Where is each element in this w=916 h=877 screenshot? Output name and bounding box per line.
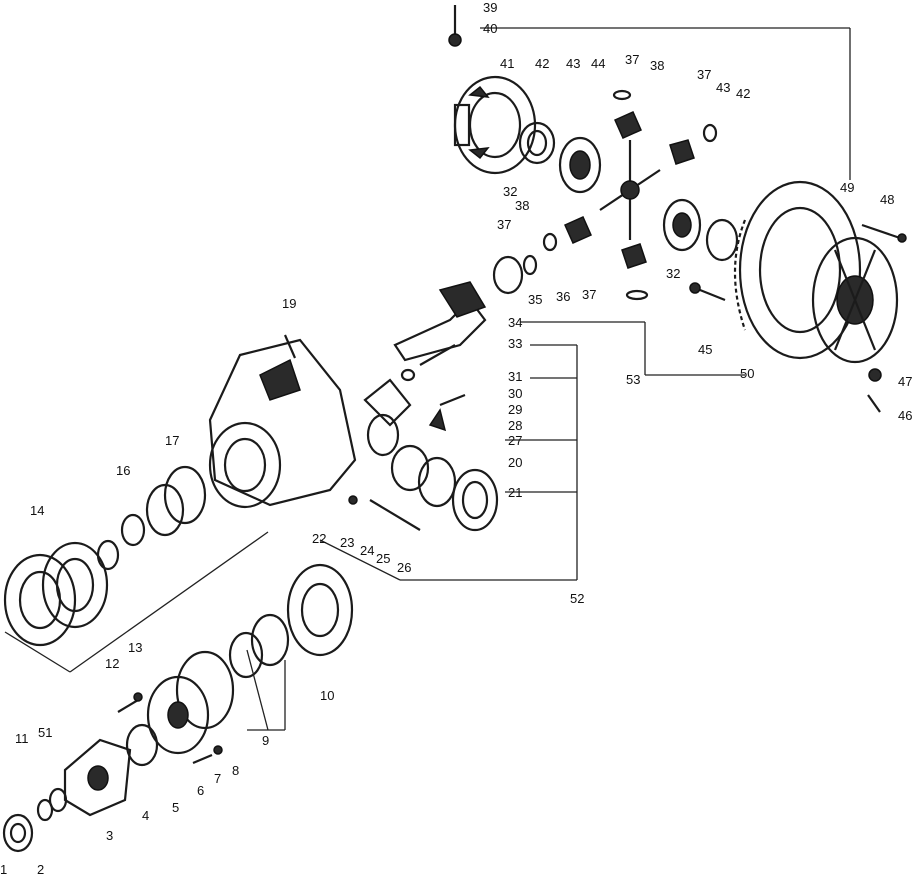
- oil-seal-4: [125, 723, 159, 767]
- callout-19: 19: [282, 296, 296, 311]
- callout-14: 14: [30, 503, 44, 518]
- side-gear-43b: [662, 198, 739, 262]
- drive-pinion-34: [393, 281, 487, 362]
- callout-45: 45: [698, 342, 712, 357]
- callout-25: 25: [376, 551, 390, 566]
- callout-42a: 42: [535, 56, 549, 71]
- callout-52: 52: [570, 591, 584, 606]
- callout-21: 21: [508, 485, 522, 500]
- ring-gear-50: [733, 180, 862, 360]
- callout-1: 1: [0, 862, 7, 877]
- callout-7: 7: [214, 771, 221, 786]
- callout-17: 17: [165, 433, 179, 448]
- callout-50: 50: [740, 366, 754, 381]
- callout-8: 8: [232, 763, 239, 778]
- bearing-retainer-5: [146, 675, 210, 755]
- callout-20: 20: [508, 455, 522, 470]
- gasket-set-14: [3, 541, 109, 647]
- cross-spider-44: [599, 140, 661, 240]
- callout-28: 28: [508, 418, 522, 433]
- shim-8: [175, 650, 235, 730]
- bolt-12-13: [117, 692, 143, 713]
- callout-32b: 32: [666, 266, 680, 281]
- callout-37a: 37: [625, 52, 639, 67]
- callout-13: 13: [128, 640, 142, 655]
- thrust-washers-37: [542, 89, 718, 301]
- washer-15: [96, 539, 120, 571]
- plug-stud-23-26: [348, 495, 421, 531]
- bolt-33: [419, 344, 456, 366]
- callout-22: 22: [312, 531, 326, 546]
- bearing-20-21: [417, 456, 499, 532]
- callout-49: 49: [840, 180, 854, 195]
- bolt-39: [448, 5, 462, 47]
- bearing-17: [145, 465, 207, 537]
- bolt-48: [861, 223, 907, 243]
- callout-30: 30: [508, 386, 522, 401]
- pilot-bearing-35-36: [492, 254, 538, 295]
- callout-12: 12: [105, 656, 119, 671]
- stud-19: [283, 334, 297, 359]
- callout-42b: 42: [736, 86, 750, 101]
- callout-31: 31: [508, 369, 522, 384]
- callout-16: 16: [116, 463, 130, 478]
- side-gear-43a: [558, 136, 602, 194]
- callout-27: 27: [508, 433, 522, 448]
- carrier-housing: [208, 338, 357, 509]
- pinion-bearing-9: [228, 613, 290, 679]
- bolt-45: [689, 282, 726, 302]
- nut-47-lock-46: [867, 368, 882, 413]
- differential-case-49: [811, 236, 899, 364]
- callout-5: 5: [172, 800, 179, 815]
- callout-53: 53: [626, 372, 640, 387]
- bolt-6-7: [192, 745, 223, 765]
- callout-40: 40: [483, 21, 497, 36]
- callout-9: 9: [262, 733, 269, 748]
- callout-26: 26: [397, 560, 411, 575]
- callout-51: 51: [38, 725, 52, 740]
- callout-32a: 32: [503, 184, 517, 199]
- callout-43a: 43: [566, 56, 580, 71]
- callout-6: 6: [197, 783, 204, 798]
- callout-37b: 37: [697, 67, 711, 82]
- callout-47: 47: [898, 374, 912, 389]
- callout-4: 4: [142, 808, 149, 823]
- callout-29: 29: [508, 402, 522, 417]
- callout-35: 35: [528, 292, 542, 307]
- thrust-washer-42: [518, 121, 556, 165]
- pinion-gear-38a: [564, 111, 695, 269]
- callout-10: 10: [320, 688, 334, 703]
- callout-38a: 38: [650, 58, 664, 73]
- callout-23: 23: [340, 535, 354, 550]
- adjusting-nut-27: [390, 444, 430, 492]
- callout-37d: 37: [582, 287, 596, 302]
- differential-case-left: [453, 75, 537, 175]
- spacer-16: [120, 513, 146, 547]
- callout-48: 48: [880, 192, 894, 207]
- callout-33: 33: [508, 336, 522, 351]
- callout-39: 39: [483, 0, 497, 15]
- callout-44: 44: [591, 56, 605, 71]
- lock-plate-28-30: [428, 393, 466, 432]
- callout-36: 36: [556, 289, 570, 304]
- callout-11: 11: [15, 731, 29, 746]
- yoke-nut-1-2: [2, 813, 34, 853]
- companion-flange-3: [63, 738, 132, 817]
- callout-3: 3: [106, 828, 113, 843]
- callout-2: 2: [37, 862, 44, 877]
- callout-43b: 43: [716, 80, 730, 95]
- carrier-front-10: [286, 563, 354, 657]
- callout-24: 24: [360, 543, 374, 558]
- callout-41: 41: [500, 56, 514, 71]
- callout-37c: 37: [497, 217, 511, 232]
- bearing-cap-31: [363, 378, 412, 457]
- callout-38b: 38: [515, 198, 529, 213]
- callout-46: 46: [898, 408, 912, 423]
- ring-31: [400, 368, 416, 382]
- washer-51-11: [36, 787, 68, 822]
- callout-34: 34: [508, 315, 522, 330]
